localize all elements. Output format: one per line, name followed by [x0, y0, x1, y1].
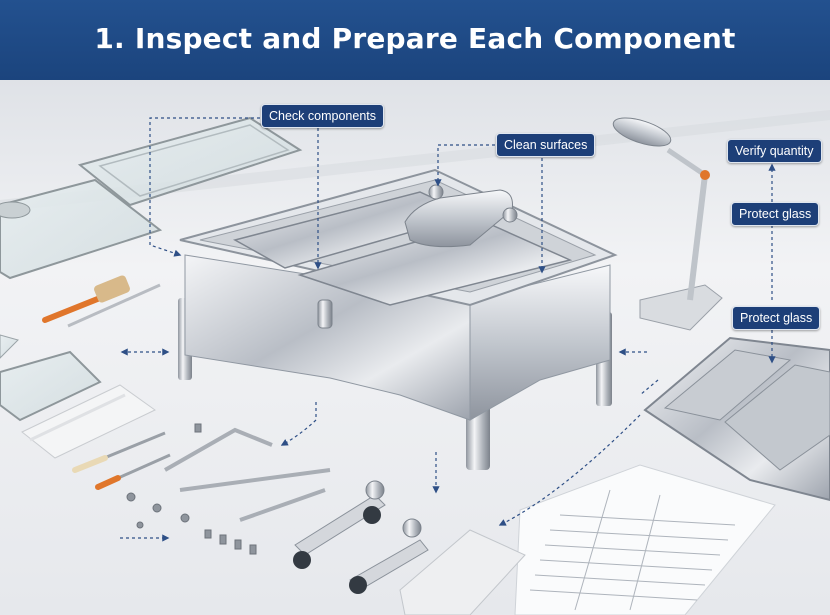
compartment-tray — [643, 336, 830, 502]
caster-wheels — [293, 480, 429, 594]
workbench-scene — [0, 80, 830, 615]
title-banner: 1. Inspect and Prepare Each Component — [0, 0, 830, 80]
callout-protect-glass-upper: Protect glass — [731, 202, 820, 226]
screws-and-bolts — [126, 423, 257, 555]
cleaning-towel-right — [399, 529, 526, 615]
small-tools — [72, 431, 171, 490]
leader-arrows — [120, 117, 776, 542]
desk-lamp — [612, 117, 723, 331]
checklist-document — [514, 464, 776, 615]
callout-clean-surfaces: Clean surfaces — [496, 133, 596, 157]
page-title: 1. Inspect and Prepare Each Component — [94, 21, 736, 55]
support-frame — [164, 427, 331, 522]
callout-protect-glass-lower: Protect glass — [732, 306, 821, 330]
glass-lid-panels — [0, 116, 303, 422]
cleaning-towel-left — [21, 384, 156, 459]
chafing-dish — [178, 168, 618, 470]
callout-check-components: Check components — [261, 104, 385, 128]
cleaning-brush — [42, 275, 161, 328]
callout-verify-quantity: Verify quantity — [727, 139, 822, 163]
